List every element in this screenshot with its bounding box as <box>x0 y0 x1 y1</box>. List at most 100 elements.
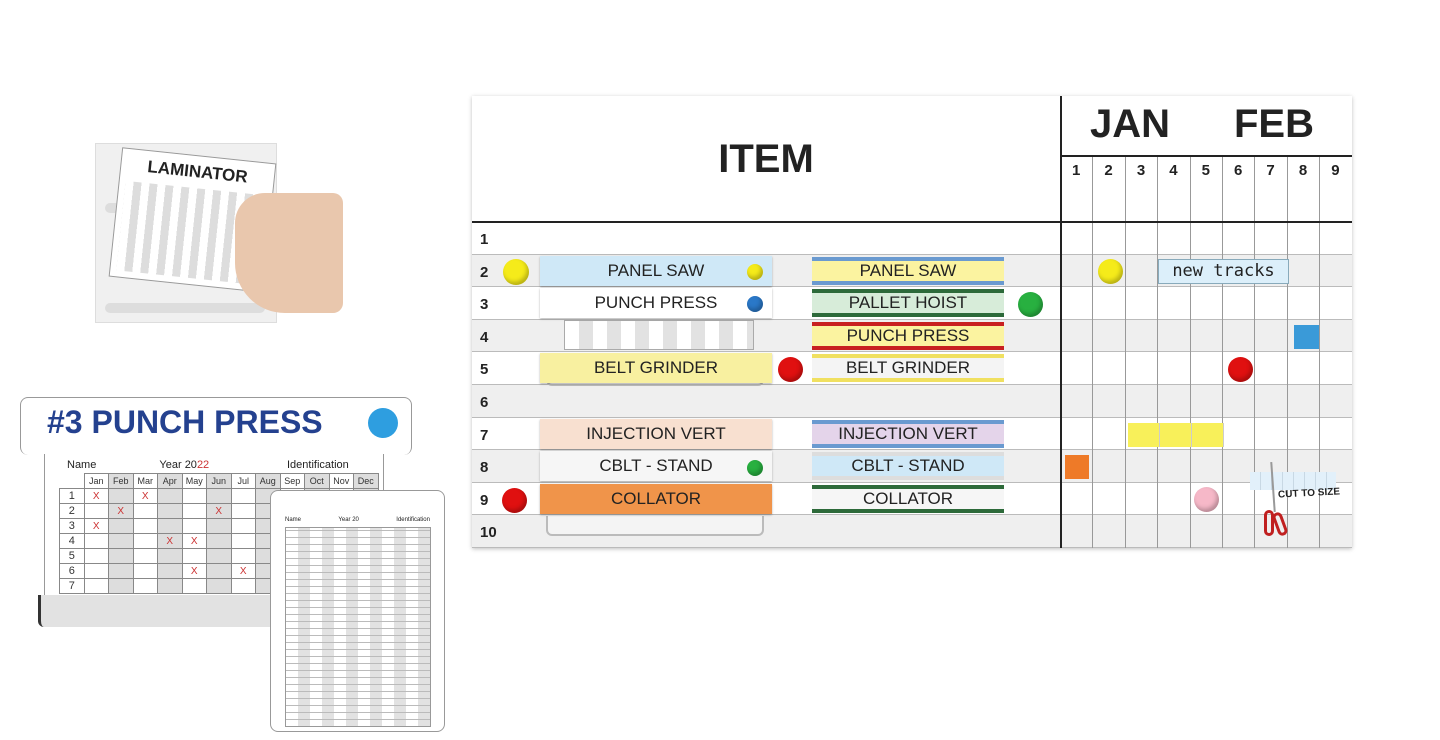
orange-square-magnet[interactable] <box>1065 455 1089 479</box>
calendar-cell <box>108 488 134 504</box>
item-label[interactable]: PALLET HOIST <box>812 289 1004 318</box>
board-row: 1 <box>472 222 1352 255</box>
item-tab[interactable]: PUNCH PRESS <box>540 288 772 319</box>
calendar-cell: X <box>181 533 207 549</box>
item-label[interactable]: CBLT - STAND <box>812 452 1004 481</box>
day-number: 1 <box>1072 162 1081 179</box>
day-gridline <box>1222 157 1223 548</box>
item-label[interactable]: INJECTION VERT <box>812 419 1004 448</box>
day-number: 6 <box>1234 162 1243 179</box>
item-label[interactable]: PUNCH PRESS <box>812 321 1004 350</box>
item-header: ITEM <box>718 136 814 181</box>
row-number: 8 <box>480 459 489 477</box>
calendar-cell <box>157 503 183 519</box>
calendar-cell <box>132 563 158 579</box>
day-gridline <box>1189 157 1191 548</box>
day-gridline <box>1157 157 1159 548</box>
row-number: 7 <box>480 426 489 444</box>
red-magnet[interactable] <box>502 488 527 513</box>
blue-square-magnet[interactable] <box>1294 325 1319 349</box>
blue-dot <box>368 408 398 438</box>
new-tracks-label[interactable]: new tracks <box>1158 259 1289 284</box>
day-number: 3 <box>1136 162 1146 179</box>
row-number: 5 <box>59 548 85 564</box>
calendar-cell <box>230 548 256 564</box>
row-number: 6 <box>59 563 85 579</box>
calendar-cell: X <box>206 503 232 519</box>
yellow-bar-magnet[interactable] <box>1128 423 1224 447</box>
identification-label: Identification <box>287 459 349 471</box>
calendar-cell: X <box>83 518 109 534</box>
row-number: 3 <box>59 518 85 534</box>
board-row: 6 <box>472 385 1352 418</box>
red-magnet[interactable] <box>778 357 803 382</box>
calendar-cell <box>230 533 256 549</box>
calendar-cell: X <box>108 503 134 519</box>
calendar-cell <box>157 548 183 564</box>
day-number: 5 <box>1201 162 1210 179</box>
item-tab[interactable]: COLLATOR <box>540 483 772 514</box>
calendar-cell <box>206 578 232 594</box>
year-label: Year 20 <box>338 517 359 523</box>
item-tab[interactable]: INJECTION VERT <box>540 418 772 449</box>
day-gridline <box>1254 157 1256 548</box>
item-label[interactable]: BELT GRINDER <box>812 354 1004 383</box>
blue-dot <box>747 296 763 312</box>
calendar-cell <box>132 578 158 594</box>
pink-magnet[interactable] <box>1194 487 1219 512</box>
month-jan: JAN <box>1090 102 1171 146</box>
calendar-cell <box>206 488 232 504</box>
calendar-cell <box>132 518 158 534</box>
calendar-cell: X <box>132 488 158 504</box>
month-header: May <box>181 473 207 489</box>
calendar-cell <box>108 548 134 564</box>
calendar-cell <box>108 518 134 534</box>
calendar-cell <box>206 533 232 549</box>
yellow-dot <box>747 264 763 280</box>
day-gridline <box>1092 157 1094 548</box>
blank-card: Name Year 20 Identification <box>270 490 445 732</box>
day-number: 9 <box>1331 162 1340 179</box>
row-number: 7 <box>59 578 85 594</box>
calendar-cell <box>181 548 207 564</box>
calendar-cell <box>157 578 183 594</box>
calendar-cell <box>230 518 256 534</box>
calendar-cell <box>181 518 207 534</box>
item-label[interactable]: COLLATOR <box>812 484 1004 513</box>
row-number: 4 <box>480 328 489 346</box>
month-feb: FEB <box>1234 102 1314 146</box>
calendar-cell <box>108 533 134 549</box>
yellow-magnet[interactable] <box>503 259 529 285</box>
calendar-cell: X <box>83 488 109 504</box>
yellow-magnet[interactable] <box>1098 259 1123 284</box>
month-header: Mar <box>132 473 158 489</box>
item-label[interactable]: PANEL SAW <box>812 256 1004 285</box>
item-tab[interactable]: BELT GRINDER <box>540 353 772 384</box>
green-magnet[interactable] <box>1018 292 1043 317</box>
calendar-cell <box>132 548 158 564</box>
row-number: 2 <box>480 263 489 281</box>
year-value: 22 <box>196 459 210 471</box>
calendar-cell <box>230 488 256 504</box>
row-number: 1 <box>59 488 85 504</box>
day-gridline <box>1319 157 1321 548</box>
calendar-cell <box>83 503 109 519</box>
red-magnet[interactable] <box>1228 357 1253 382</box>
item-tab[interactable]: PANEL SAW <box>540 255 772 286</box>
calendar-cell <box>206 563 232 579</box>
row-number: 2 <box>59 503 85 519</box>
day-gridline <box>1286 157 1288 548</box>
month-header: Sep <box>279 473 305 489</box>
board-row: 9 <box>472 483 1352 516</box>
calendar-cell <box>157 518 183 534</box>
punch-press-card: #3 PUNCH PRESS <box>20 397 412 455</box>
month-header: Oct <box>304 473 330 489</box>
calendar-cell <box>230 578 256 594</box>
calendar-cell <box>206 518 232 534</box>
calendar-cell <box>83 533 109 549</box>
name-label: Name <box>285 517 302 523</box>
calendar-cell <box>108 578 134 594</box>
row-number: 9 <box>480 491 489 509</box>
item-tab[interactable]: CBLT - STAND <box>540 451 772 482</box>
calendar-cell <box>83 578 109 594</box>
